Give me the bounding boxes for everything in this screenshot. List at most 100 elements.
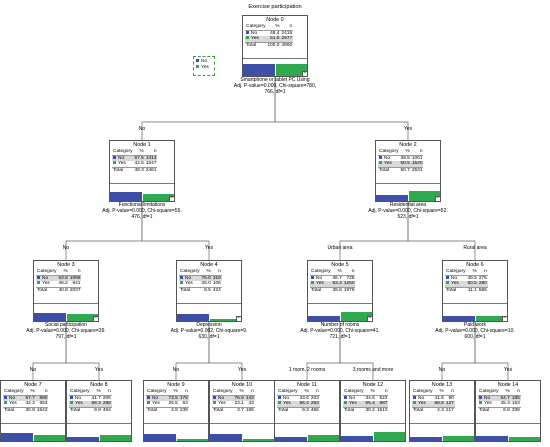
header-pct: % <box>466 269 478 276</box>
category-swatch <box>180 281 183 285</box>
split-line: Adj. P-value=0.000, Chi-square=52. <box>368 207 448 214</box>
row-pct: 25.0 <box>201 281 211 287</box>
category-text: Yes <box>185 281 193 287</box>
total-n: 555 <box>477 286 488 294</box>
category-swatch <box>70 401 73 405</box>
category-text: Yes <box>218 401 226 407</box>
legend-item-no: No <box>196 59 214 65</box>
header-pct: % <box>298 389 310 396</box>
total-n: 424 <box>211 286 222 294</box>
collapse-toggle-icon[interactable]: − <box>93 315 98 321</box>
bar-no <box>177 313 209 321</box>
total-pct: 4.3 <box>433 406 445 414</box>
total-cat: Total <box>343 406 365 414</box>
row-pct: 45.3 <box>500 401 510 407</box>
bar-yes <box>341 311 372 321</box>
collapse-toggle-icon[interactable]: − <box>367 315 372 321</box>
header-category: Category <box>343 389 365 396</box>
node-table-header: Category%n <box>112 149 158 156</box>
bar-yes <box>67 314 98 321</box>
header-category: Category <box>146 389 168 396</box>
node-table-header: Category%n <box>36 269 82 276</box>
header-category: Category <box>310 269 332 276</box>
row-n: 106 <box>212 281 221 287</box>
row-pct: 51.6 <box>266 36 281 43</box>
node-label: Node 4 <box>200 262 218 268</box>
total-n: 494 <box>101 406 112 414</box>
node-table-header: Category%n <box>245 24 294 31</box>
row-n: 1414 <box>144 155 158 162</box>
legend-item-yes: Yes <box>196 65 214 71</box>
node-bar-chart <box>67 423 131 441</box>
edge-label: Yes <box>403 126 413 132</box>
collapse-toggle-icon[interactable]: − <box>302 70 307 76</box>
row-n: 43 <box>248 401 254 407</box>
category-text: No <box>152 395 159 401</box>
row-category: Yes <box>445 281 467 288</box>
header-pct: % <box>167 389 179 396</box>
header-n: n <box>510 389 521 396</box>
row-n: 726 <box>346 275 355 281</box>
bar-no <box>110 191 142 201</box>
collapse-toggle-icon[interactable]: − <box>236 315 241 321</box>
node-table-header: Category%n <box>310 269 356 276</box>
row-n: 280 <box>477 281 488 288</box>
collapse-toggle-icon[interactable]: − <box>502 315 507 321</box>
total-n: 2037 <box>68 286 82 294</box>
bar-yes <box>243 438 274 441</box>
header-category: Category <box>212 389 234 396</box>
collapse-toggle-icon[interactable]: − <box>169 195 174 201</box>
split-line: Depression <box>196 322 222 328</box>
collapse-toggle-icon[interactable]: − <box>435 195 440 201</box>
tree-edge <box>274 77 409 140</box>
row-category: Yes <box>112 161 133 167</box>
row-pct: 49.5 <box>467 275 477 281</box>
total-cat: Total <box>36 286 58 294</box>
category-swatch <box>113 161 116 165</box>
header-category: Category <box>445 269 467 276</box>
category-swatch <box>147 401 150 405</box>
split-line: 523, df=1 <box>397 213 419 220</box>
header-n: n <box>178 389 189 396</box>
category-swatch <box>37 275 40 279</box>
header-pct: % <box>200 269 212 276</box>
category-swatch <box>446 281 449 285</box>
row-pct: 58.5 <box>433 401 445 408</box>
row-pct: 50.5 <box>466 281 478 288</box>
row-category: Yes <box>245 36 267 43</box>
split-line: Adj. P-value=0.000, Chi-square=39. <box>26 327 106 334</box>
header-category: Category <box>245 24 267 31</box>
row-category: Yes <box>69 401 91 408</box>
node-bar-chart <box>275 423 339 441</box>
total-cat: Total <box>445 286 467 294</box>
category-text: No <box>451 275 458 281</box>
header-n: n <box>410 149 424 156</box>
header-category: Category <box>69 389 91 396</box>
header-category: Category <box>112 149 134 156</box>
category-swatch <box>344 401 347 405</box>
row-n: 206 <box>102 395 111 401</box>
header-n: n <box>280 24 294 31</box>
split-line: Adj. P-value=0.000, Chi-square=41. <box>300 327 380 334</box>
